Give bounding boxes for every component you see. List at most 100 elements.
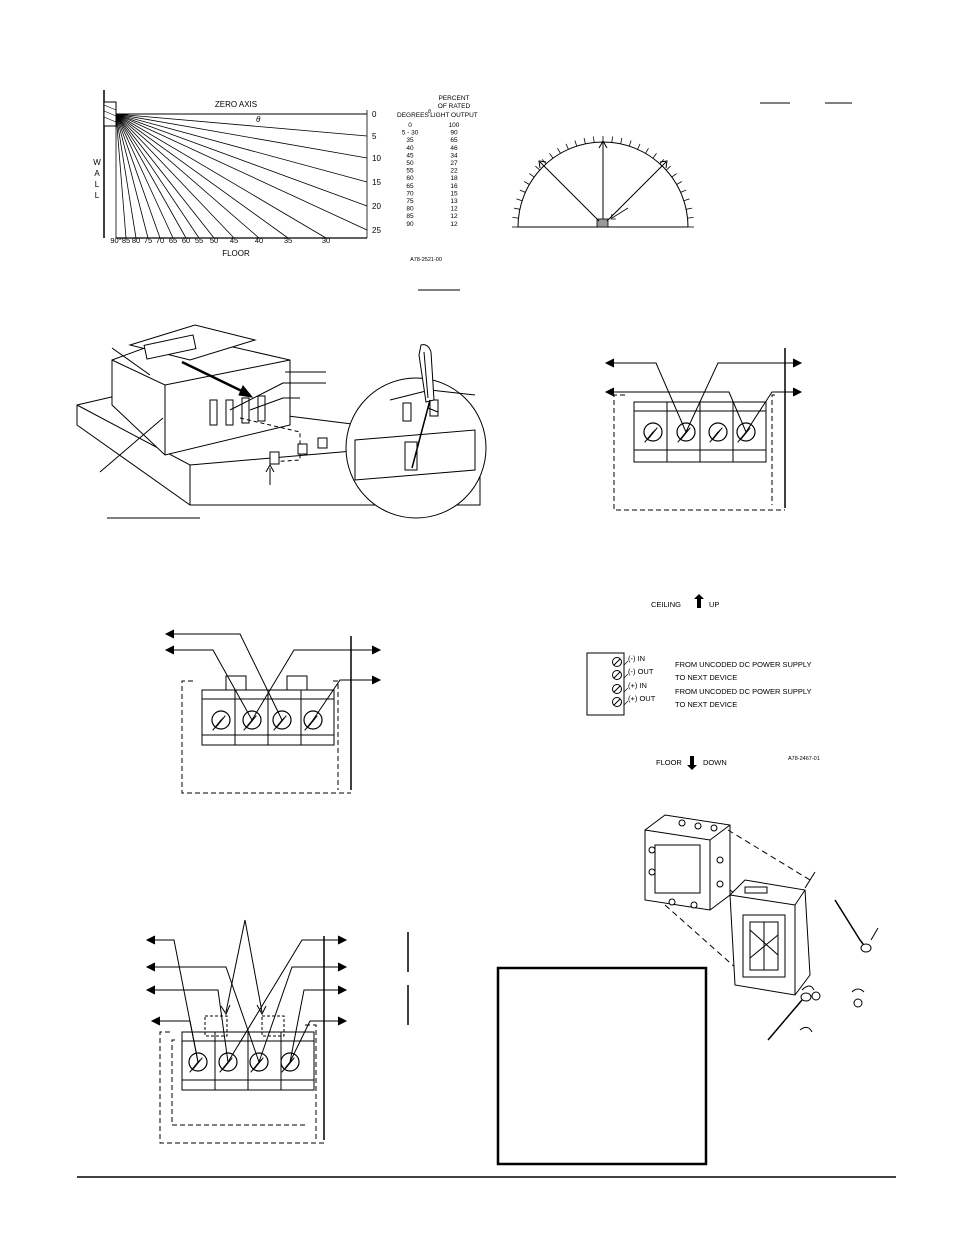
scale-tick: 25 bbox=[372, 226, 381, 235]
light-ray bbox=[115, 113, 368, 231]
light-output-diagram: ZERO AXIS θ FLOOR A78-2521-00 W A L L 0 … bbox=[93, 90, 478, 263]
degree-tick bbox=[665, 165, 671, 171]
table-degrees: 90 bbox=[406, 221, 414, 228]
floor-tick: 40 bbox=[255, 236, 263, 245]
degree-tick bbox=[513, 207, 520, 210]
light-ray bbox=[115, 113, 368, 207]
terminal-label: (-) OUT bbox=[628, 667, 654, 676]
table-percent: 12 bbox=[450, 213, 458, 220]
table-percent: 46 bbox=[450, 145, 458, 152]
table-degrees: 80 bbox=[406, 206, 414, 213]
floor-tick: 75 bbox=[144, 236, 152, 245]
floor-tick: 45 bbox=[230, 236, 238, 245]
table-percent: 90 bbox=[450, 130, 458, 137]
terminal-desc: FROM UNCODED DC POWER SUPPLY bbox=[675, 660, 812, 669]
up-arrow-icon bbox=[694, 594, 704, 608]
degrees-header: DEGREES bbox=[397, 112, 429, 119]
floor-scale: 90° 85 80 75 70 65 60 55 50 45 40 35 30 bbox=[110, 236, 330, 245]
light-ray bbox=[115, 113, 368, 183]
degree-tick bbox=[519, 189, 526, 193]
degree-tick bbox=[637, 143, 641, 150]
theta-label: θ bbox=[256, 115, 261, 124]
terminal-desc: TO NEXT DEVICE bbox=[675, 700, 737, 709]
light-rays bbox=[115, 113, 368, 239]
light-ray bbox=[115, 113, 174, 239]
degree-tick bbox=[557, 147, 561, 154]
light-ray bbox=[115, 113, 327, 239]
light-ray bbox=[115, 113, 149, 239]
table-percent: 27 bbox=[450, 160, 458, 167]
floor-tick: 90° bbox=[110, 236, 121, 245]
floor-label: FLOOR bbox=[222, 249, 250, 258]
light-ray bbox=[115, 113, 289, 239]
scale-tick: 20 bbox=[372, 202, 381, 211]
degree-tick bbox=[620, 137, 623, 144]
table-degrees: 50 bbox=[406, 160, 414, 167]
table-degrees: 55 bbox=[406, 168, 414, 175]
table-percent: 34 bbox=[450, 152, 458, 159]
degree-tick bbox=[593, 136, 595, 143]
table-degrees: 35 bbox=[406, 137, 414, 144]
light-ray bbox=[115, 113, 127, 239]
degree-tick bbox=[535, 165, 541, 171]
table-percent: 16 bbox=[450, 183, 458, 190]
light-diagram-ref-code: A78-2521-00 bbox=[410, 257, 442, 263]
light-ray bbox=[115, 113, 260, 239]
mounting-plate-illustration bbox=[76, 324, 481, 519]
legend-ref-code: A78-2467-01 bbox=[788, 756, 820, 762]
wall-letter: L bbox=[95, 191, 100, 200]
zero-axis-label: ZERO AXIS bbox=[215, 100, 257, 109]
light-ray bbox=[115, 113, 235, 239]
table-percent: 18 bbox=[450, 175, 458, 182]
table-degrees: 5 - 30 bbox=[402, 130, 419, 137]
degree-tick bbox=[628, 140, 632, 147]
table-percent: 65 bbox=[450, 137, 458, 144]
scale-tick: 15 bbox=[372, 178, 381, 187]
terminal-desc: TO NEXT DEVICE bbox=[675, 673, 737, 682]
light-ray bbox=[115, 113, 161, 239]
degree-tick bbox=[687, 217, 694, 219]
degree-tick bbox=[671, 173, 677, 178]
table-percent: 22 bbox=[450, 168, 458, 175]
terminal-label: (+) IN bbox=[628, 681, 647, 690]
dispersion-semicircle bbox=[512, 102, 852, 228]
terminal-desc: FROM UNCODED DC POWER SUPPLY bbox=[675, 687, 812, 696]
floor-label: FLOOR bbox=[656, 758, 682, 767]
percent-header: LIGHT OUTPUT bbox=[430, 112, 478, 119]
terminal-legend: CEILING UP (-) IN FROM UNCODED DC POWER … bbox=[586, 594, 820, 770]
degree-tick bbox=[676, 181, 683, 185]
percent-header: OF RATED bbox=[438, 103, 471, 110]
degree-tick bbox=[686, 207, 693, 210]
floor-tick: 50 bbox=[210, 236, 218, 245]
table-percent: 12 bbox=[450, 221, 458, 228]
scale-tick: 5 bbox=[372, 132, 377, 141]
floor-tick: 65 bbox=[169, 236, 177, 245]
degree-tick bbox=[583, 137, 586, 144]
table-percent: 100 bbox=[449, 122, 460, 129]
light-output-table: DEGREES θ PERCENT OF RATED LIGHT OUTPUT … bbox=[397, 95, 478, 228]
floor-tick: 60 bbox=[182, 236, 190, 245]
floor-tick: 80 bbox=[132, 236, 140, 245]
right-scale: 0 5 10 15 20 25 bbox=[372, 110, 381, 235]
up-label: UP bbox=[709, 600, 719, 609]
scale-tick: 10 bbox=[372, 154, 381, 163]
floor-tick: 70 bbox=[156, 236, 164, 245]
light-ray bbox=[115, 113, 200, 239]
scale-tick: 0 bbox=[372, 110, 377, 119]
light-ray bbox=[115, 113, 368, 159]
down-label: DOWN bbox=[703, 758, 727, 767]
degree-tick bbox=[683, 198, 690, 202]
terminal-block-a bbox=[604, 348, 803, 511]
degree-tick bbox=[512, 217, 519, 219]
ceiling-label: CEILING bbox=[651, 600, 681, 609]
degree-tick bbox=[565, 143, 569, 150]
terminal-block-c bbox=[145, 919, 409, 1144]
table-degrees: 65 bbox=[406, 183, 414, 190]
down-arrow-icon bbox=[687, 756, 697, 770]
table-degrees: 85 bbox=[406, 213, 414, 220]
degree-tick bbox=[645, 147, 649, 154]
degree-tick bbox=[523, 181, 530, 185]
degree-tick bbox=[574, 140, 578, 147]
floor-tick: 30 bbox=[322, 236, 330, 245]
